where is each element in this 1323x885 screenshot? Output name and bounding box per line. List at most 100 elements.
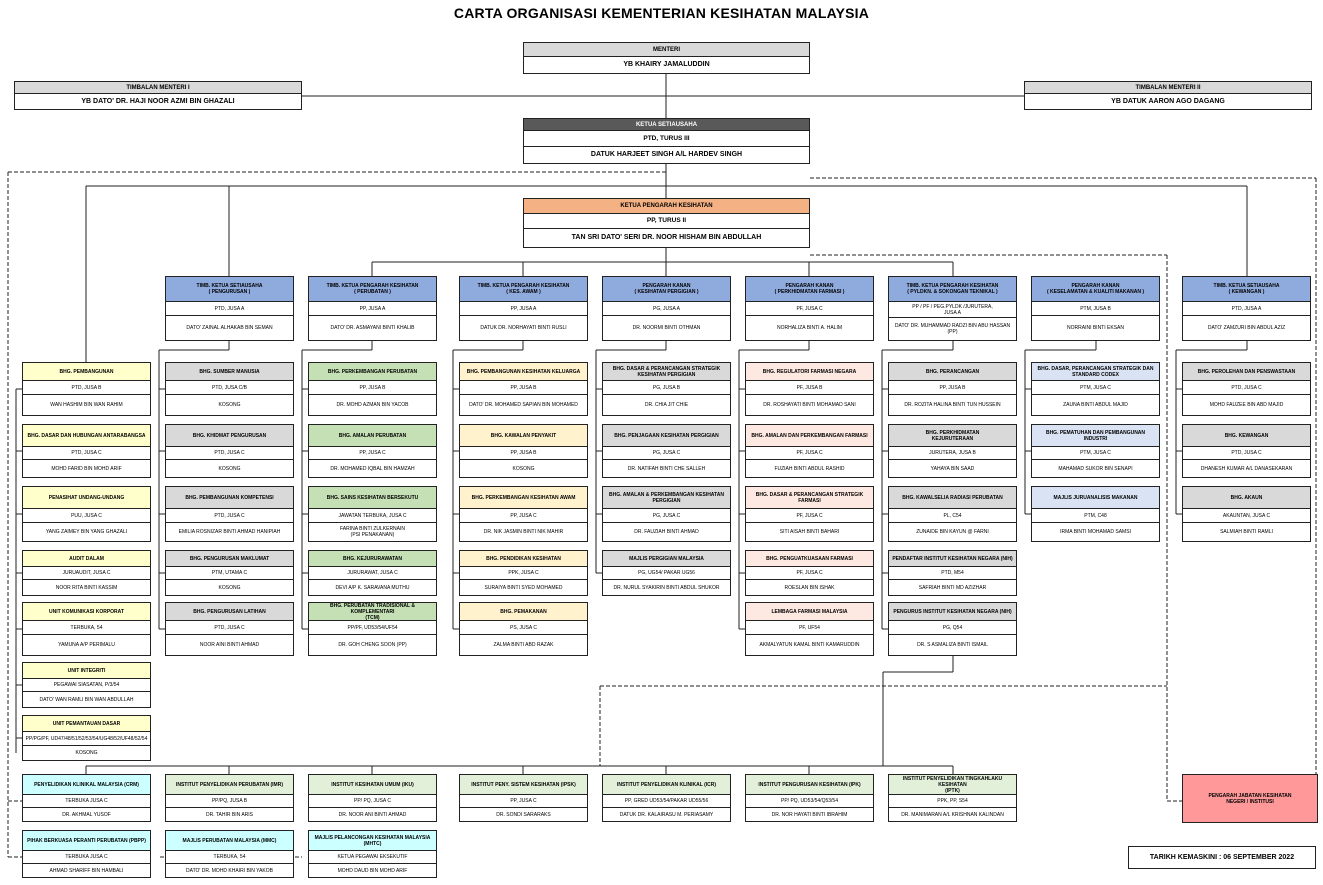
org-box-e1: BHG. DASAR & PERANCANGAN STRATEGIK KESIH… [602,362,731,416]
org-box-name: ZAUNA BINTI ABDUL MAJID [1063,402,1128,408]
org-box-title: BHG. PEROLEHAN DAN PENSWASTAAN [1183,363,1310,381]
org-box-grade: JURURAWAT, JUSA C [309,567,436,580]
org-box-grade: PTM, JUSA C [1032,447,1159,460]
org-box-grade: TERBUKA, 54 [166,851,293,864]
org-box-title: TIMB. KETUA SETIAUSAHA ( PENGURUSAN ) [166,277,293,302]
org-box-title: BHG. DASAR & PERANCANGAN STRATEGIK FARMA… [746,487,873,509]
org-box-grade: TERBUKA JUSA C [23,851,150,864]
org-box-name: AKMALYATUN KAMAL BINTI KAMARUDDIN [759,642,860,648]
org-box-name: YAHAYA BIN SAAD [930,465,975,472]
org-box-grade: PG, JUSA C [603,509,730,523]
org-box-title: BHG. REGULATORI FARMASI NEGARA [746,363,873,381]
org-box-grade: AKAUNTAN, JUSA C [1183,509,1310,523]
org-box-title: BHG. PEMBANGUNAN KESIHATAN KELUARGA [460,363,587,381]
org-box-grade: PTD, TURUS III [524,131,809,147]
org-box-title: BHG. PENGUATKUASAAN FARMASI [746,551,873,567]
org-box-name: YAMUNA A/P PERIMALU [58,642,115,648]
org-box-grade: PP, JUSA B [460,447,587,460]
org-box-name: ROESLAN BIN ISHAK [784,584,835,591]
org-box-title: BHG. PEMATUHAN DAN PEMBANGUNAN INDUSTRI [1032,425,1159,447]
org-box-title: BHG. PENGURUSAN LATIHAN [166,603,293,621]
org-box-grade: PP, JUSA A [460,302,587,316]
org-box-name: DR. TAHIR BIN ARIS [205,811,254,818]
org-box-name: DATUK DR. NORHAYATI BINTI RUSLI [480,325,567,331]
org-box-title: BHG. KEWANGAN [1183,425,1310,447]
org-box-title: BHG. PEMBANGUNAN [23,363,150,381]
org-box-name: DR. NOOR ANI BINTI AHMAD [338,811,407,818]
org-box-grade: PTM, JUSA C [1032,381,1159,395]
org-box-grade: TERBUKA, 54 [23,621,150,635]
org-box-name: KOSONG [75,750,98,756]
org-box-b5: BHG. PERUBATAN TRADISIONAL & KOMPLEMENTA… [308,602,437,656]
org-box-name: FARINA BINTI ZULKERNAIN (PSI PENAKANAN) [339,526,405,538]
org-box-title: PENGARAH KANAN ( KESIHATAN PERGIGIAN ) [603,277,730,302]
org-box-title: BHG. SAINS KESIHATAN BERSEKUTU [309,487,436,509]
org-box-c7: PENGARAH KANAN ( KESELAMATAN & KUALITI M… [1031,276,1160,341]
org-box-title: UNIT PEMANTAUAN DASAR [23,716,150,732]
org-box-title: TIMBALAN MENTERI II [1025,82,1311,94]
org-box-name: KOSONG [218,584,241,591]
org-box-name: KOSONG [218,402,241,408]
org-box-grade: PG, JUSA A [603,302,730,316]
org-box-grade: PTD, JUSA C/B [166,381,293,395]
org-box-name: MOHD DAUD BIN MOHD ARIF [337,867,408,874]
org-box-name: DR. MANIMARAN A/L KRISHNAN KALINDAN [901,811,1004,818]
org-box-name: DR. NOR HAYATI BINTI IBRAHIM [771,811,848,818]
org-box-name: DATO' ZAINAL ALHAKAB BIN SEMAN [186,325,273,331]
org-box-i9: MAJLIS PERUBATAN MALAYSIA (MMC)TERBUKA, … [165,830,294,878]
org-box-title: KETUA SETIAUSAHA [524,119,809,131]
org-box-title: BHG. PERANCANGAN [889,363,1016,381]
org-box-name: NOOR AINI BINTI AHMAD [199,642,260,648]
org-box-grade: JURUAUDIT, JUSA C [23,567,150,580]
org-box-grade: PG, Q54 [889,621,1016,635]
org-box-name: MOHD FARID BIN MOHD ARIF [51,465,122,472]
org-box-name: DR. SONDI SARARAKS [496,811,551,818]
org-box-title: PENGARAH KANAN ( PERKHIDMATAN FARMASI ) [746,277,873,302]
org-box-title: TIMB. KETUA PENGARAH KESIHATAN ( PYLDKN.… [889,277,1016,302]
org-box-name: DEVI A/P K. SARAVANA MUTHU [335,584,410,591]
org-box-c3: TIMB. KETUA PENGARAH KESIHATAN ( KES. AW… [459,276,588,341]
org-box-grade: JAWATAN TERBUKA, JUSA C [309,509,436,523]
org-box-name: EMILIA ROSNIZAR BINTI AHMAD HANIPIAH [178,529,281,535]
org-box-title: PENGURUS INSTITUT KESIHATAN NEGARA (NIH) [889,603,1016,621]
org-box-title: BHG. PENJAGAAN KESIHATAN PERGIGIAN [603,425,730,447]
org-box-name: SAFRIAH BINTI MD AZIZHAR [918,584,987,591]
org-box-name: FUZIAH BINTI ABDUL RASHID [774,465,845,472]
org-box-grade: PTM, UTAMA C [166,567,293,580]
org-box-name: SALMIAH BINTI RAMLI [1220,529,1273,535]
org-box-grade: PPK, PP, S54 [889,795,1016,808]
org-box-title: AUDIT DALAM [23,551,150,567]
org-box-grade: PP, JUSA A [309,302,436,316]
org-box-grade: TERBUKA JUSA C [23,795,150,808]
org-box-grade: PF, JUSA C [746,567,873,580]
org-box-title: BHG. DASAR, PERANCANGAN STRATEGIK DAN ST… [1032,363,1159,381]
org-box-name: DATO' ZAMZURI BIN ABDUL AZIZ [1207,325,1286,331]
org-box-g5: PENGURUS INSTITUT KESIHATAN NEGARA (NIH)… [888,602,1017,656]
org-box-name: DR. ROZITA HALINA BINTI TUN HUSSEIN [904,402,1001,408]
org-box-grade: PUU, JUSA C [23,509,150,523]
org-box-name: MAHAMAD SUKOR BIN SENAPI [1058,465,1133,472]
org-box-grade: PTD, JUSA A [1183,302,1310,316]
org-box-grade: JURUTERA, JUSA B [889,447,1016,460]
org-box-g4: PENDAFTAR INSTITUT KESIHATAN NEGARA (NIH… [888,550,1017,596]
